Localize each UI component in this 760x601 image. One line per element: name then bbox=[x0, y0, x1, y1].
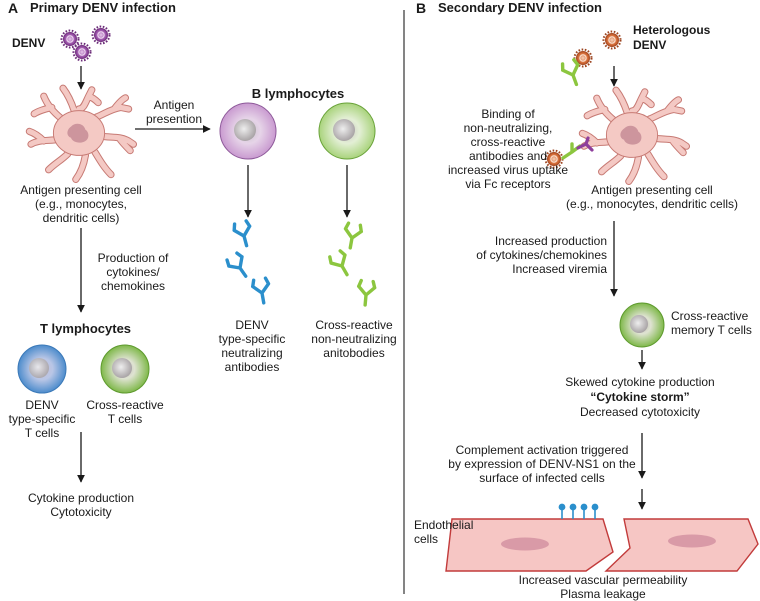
panel-a-outcome: Cytotoxicity bbox=[50, 505, 112, 519]
antigen-presentation-label: presention bbox=[145, 112, 203, 126]
panel-b-outcome: Plasma leakage bbox=[560, 587, 646, 601]
increased-production-label: Increased production bbox=[494, 234, 607, 248]
denv-antibodies-label: type-specific bbox=[218, 332, 286, 346]
t-cell-nucleus-icon bbox=[29, 358, 49, 378]
denv-t-cells-label: type-specific bbox=[8, 412, 76, 426]
cross-antibodies-label: Cross-reactive bbox=[315, 318, 393, 332]
complement-label: by expression of DENV-NS1 on the bbox=[448, 457, 636, 471]
cross-antibodies-label: non-neutralizing bbox=[311, 332, 397, 346]
endothelial-cells-label: cells bbox=[414, 532, 439, 546]
panel-a-letter: A bbox=[8, 0, 19, 16]
denv-virus-icon bbox=[60, 29, 80, 49]
heterologous-denv-label: DENV bbox=[633, 38, 667, 52]
b-lymphocytes-title: B lymphocytes bbox=[251, 86, 345, 101]
denv-t-cells-label: DENV bbox=[25, 398, 59, 412]
panel-b-outcome: Increased vascular permeability bbox=[518, 573, 688, 587]
ns1-protein-icons bbox=[558, 503, 599, 519]
antigen-presenting-cell-icon bbox=[582, 90, 686, 181]
denv-antibodies-label: antibodies bbox=[224, 360, 280, 374]
apc-label-b: (e.g., monocytes, dendritic cells) bbox=[565, 197, 739, 211]
antibody-icon bbox=[340, 221, 365, 251]
denv-label: DENV bbox=[12, 36, 46, 50]
memory-t-cells-label: Cross-reactive bbox=[671, 309, 749, 323]
b-cell-nucleus-icon bbox=[333, 119, 355, 141]
cross-t-cells-label: T cells bbox=[107, 412, 143, 426]
binding-label: cross-reactive bbox=[470, 135, 546, 149]
denv-antibodies-label: DENV bbox=[235, 318, 269, 332]
antibody-icon bbox=[355, 278, 377, 308]
non-neutralizing-antibodies-icons bbox=[326, 221, 377, 308]
decreased-cytotoxicity-label: Decreased cytotoxicity bbox=[579, 405, 701, 419]
antibody-icon bbox=[249, 276, 274, 306]
heterologous-denv-label: Heterologous bbox=[633, 23, 711, 37]
cross-antibodies-label: anitobodies bbox=[323, 346, 385, 360]
endothelial-nucleus-icon bbox=[501, 537, 549, 551]
endothelial-cells-label: Endothelial bbox=[414, 518, 474, 532]
denv-virus-icon bbox=[72, 42, 92, 62]
heterologous-denv-virus-icon bbox=[602, 30, 622, 50]
antibody-icon bbox=[326, 248, 356, 281]
t-cell-nucleus-icon bbox=[112, 358, 132, 378]
production-label: Production of bbox=[97, 251, 169, 265]
panel-a-viruses bbox=[60, 25, 111, 62]
production-label: cytokines/ bbox=[106, 265, 160, 279]
denv-t-cells-label: T cells bbox=[24, 426, 60, 440]
t-lymphocytes-title: T lymphocytes bbox=[40, 321, 132, 336]
increased-production-label: of cytokines/chemokines bbox=[476, 248, 607, 262]
apc-label-b: Antigen presenting cell bbox=[591, 183, 713, 197]
complement-label: Complement activation triggered bbox=[455, 443, 629, 457]
binding-label: antibodies and bbox=[468, 149, 548, 163]
memory-t-cells-label: memory T cells bbox=[671, 323, 752, 337]
binding-label: increased virus uptake bbox=[447, 163, 569, 177]
apc-label-line: dendritic cells) bbox=[42, 211, 120, 225]
antigen-presentation-label: Antigen bbox=[153, 98, 195, 112]
endothelial-nucleus-icon bbox=[668, 534, 716, 548]
panel-a-outcome: Cytokine production bbox=[27, 491, 135, 505]
cross-t-cells-label: Cross-reactive bbox=[86, 398, 164, 412]
memory-t-cell-nucleus-icon bbox=[630, 315, 648, 333]
b-cell-nucleus-icon bbox=[234, 119, 256, 141]
panel-b-title: Secondary DENV infection bbox=[438, 0, 602, 15]
antibody-icon bbox=[223, 250, 254, 283]
binding-label: via Fc receptors bbox=[465, 177, 551, 191]
denv-virus-icon bbox=[91, 25, 111, 45]
cytokine-storm-label: “Cytokine storm” bbox=[590, 390, 690, 404]
binding-label: Binding of bbox=[481, 107, 535, 121]
skewed-cytokine-label: Skewed cytokine production bbox=[565, 375, 715, 389]
apc-label-line: (e.g., monocytes, bbox=[34, 197, 128, 211]
binding-label: non-neutralizing, bbox=[463, 121, 553, 135]
panel-b-viruses bbox=[573, 30, 622, 68]
neutralizing-antibodies-icons bbox=[223, 218, 274, 306]
production-label: chemokines bbox=[100, 279, 166, 293]
complement-label: surface of infected cells bbox=[479, 471, 605, 485]
panel-b-letter: B bbox=[416, 0, 427, 16]
denv-antibodies-label: neutralizing bbox=[221, 346, 283, 360]
apc-label-line: Antigen presenting cell bbox=[20, 183, 142, 197]
increased-production-label: Increased viremia bbox=[512, 262, 607, 276]
antibody-icon bbox=[230, 218, 257, 250]
fc-receptor-complex-icon bbox=[544, 136, 594, 169]
panel-a-title: Primary DENV infection bbox=[30, 0, 176, 15]
antigen-presenting-cell-icon bbox=[29, 88, 133, 179]
